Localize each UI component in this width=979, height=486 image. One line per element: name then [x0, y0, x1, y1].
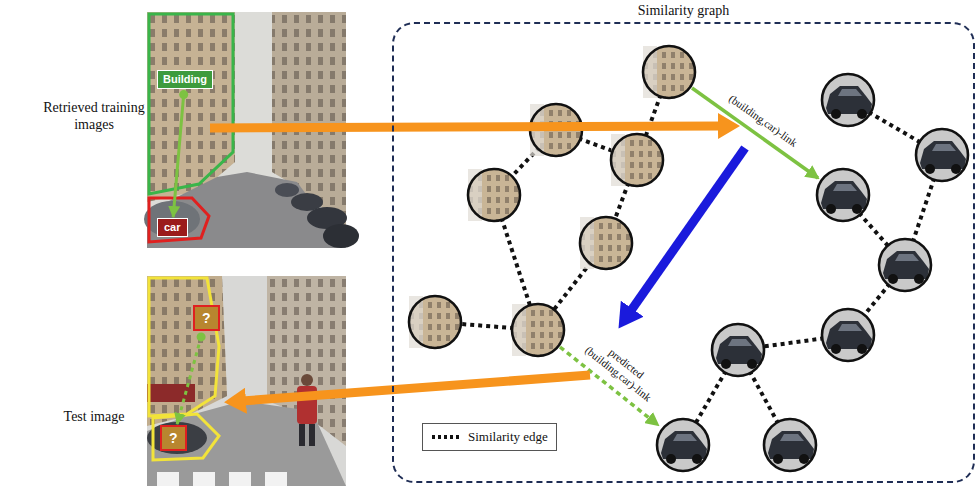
unknown-tag: ? [160, 425, 187, 451]
row-label: Retrieved training images [38, 100, 150, 134]
legend-text: Similarity edge [468, 429, 548, 445]
segment-outline [149, 278, 219, 416]
link-label: predicted (building,car)-link [573, 326, 671, 411]
building-facade [272, 12, 346, 227]
row-label: Test image [38, 409, 150, 426]
dotted-line-sample [432, 435, 460, 439]
class-tag: Building [157, 70, 213, 89]
building-outline [149, 14, 233, 194]
building-facade [147, 276, 227, 426]
street-photo [147, 276, 346, 486]
tag-text: Building [163, 73, 207, 86]
crosswalk [229, 472, 251, 486]
region-heading: Similarity graph [394, 3, 973, 19]
car [323, 224, 359, 248]
tag-text: ? [169, 430, 178, 446]
transfer-arrow [630, 148, 745, 312]
windows [147, 12, 235, 202]
tag-text: ? [202, 310, 211, 326]
windows [147, 276, 227, 426]
class-tag: car [157, 218, 188, 237]
legend-entry: Similarity edge [431, 429, 548, 445]
crosswalk [265, 472, 287, 486]
relation-dot [197, 332, 206, 341]
windows [272, 12, 346, 227]
link-label: (building,car)-link [725, 91, 802, 151]
pedestrian [301, 374, 313, 386]
prediction-arrow [242, 375, 590, 401]
building-facade [147, 12, 235, 202]
legend-box: Similarity edge [422, 423, 557, 451]
relation-connector [173, 90, 188, 217]
pedestrian [309, 424, 315, 446]
pedestrian [299, 424, 305, 446]
car [144, 201, 200, 237]
relation-arrow [173, 95, 184, 217]
sky [147, 276, 346, 486]
car [275, 183, 299, 197]
crosswalk [193, 472, 215, 486]
relation-arrow [177, 337, 201, 424]
link-arrow [692, 88, 818, 178]
car [147, 422, 207, 454]
relation-dot [179, 90, 188, 99]
relation-connector [177, 332, 205, 424]
unknown-tag: ? [193, 305, 220, 331]
retrieval-arrow [210, 126, 722, 128]
tag-text: car [164, 221, 181, 234]
similarity-graph-region: Similarity graph [392, 22, 975, 483]
car-outline [149, 198, 209, 242]
segment-outline [153, 414, 219, 460]
legend-swatch [431, 431, 461, 443]
crosswalk [157, 472, 179, 486]
